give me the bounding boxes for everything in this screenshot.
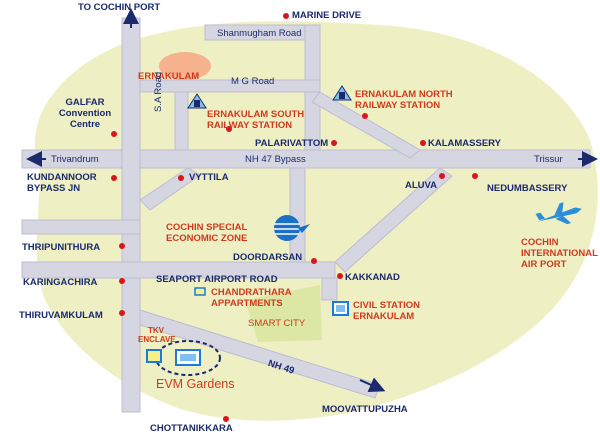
marker-dot	[472, 173, 478, 179]
label-aluva: ALUVA	[405, 180, 438, 191]
label-ernakulam-north: ERNAKULAM NORTH RAILWAY STATION	[355, 89, 453, 111]
building-icon	[194, 287, 206, 296]
label-ernakulam-south: ERNAKULAM SOUTH RAILWAY STATION	[207, 109, 305, 131]
label-seaport-airport-road: SEAPORT AIRPORT ROAD	[156, 274, 278, 285]
marker-dot	[178, 175, 184, 181]
label-kalamassery: KALAMASSERY	[428, 138, 502, 149]
label-trivandrum: Trivandrum	[51, 154, 99, 165]
marker-dot	[311, 258, 317, 264]
marker-dot	[420, 140, 426, 146]
label-chottanikkara: CHOTTANIKKARA	[150, 423, 233, 434]
label-kundannoor: KUNDANNOOR BYPASS JN	[27, 172, 97, 194]
marker-dot	[119, 310, 125, 316]
label-doordarsan: DOORDARSAN	[233, 252, 303, 263]
label-nedumbassery: NEDUMBASSERY	[487, 183, 568, 194]
label-tkv-enclave: TKV ENCLAVE	[138, 326, 176, 344]
label-mg-road: M G Road	[231, 76, 275, 87]
label-galfar: GALFAR Convention Centre	[58, 97, 112, 130]
label-civil-station: CIVIL STATION ERNAKULAM	[353, 300, 421, 322]
label-thripunithura: THRIPUNITHURA	[22, 242, 101, 253]
label-karingachira: KARINGACHIRA	[23, 277, 98, 288]
marker-dot	[111, 175, 117, 181]
marker-dot	[226, 126, 232, 132]
label-sa-road: S.A Road	[153, 71, 164, 112]
train-icon	[187, 93, 207, 109]
marker-dot	[362, 113, 368, 119]
marker-dot	[283, 13, 289, 19]
label-evm-gardens: EVM Gardens	[156, 377, 235, 391]
label-thiruvamkulam: THIRUVAMKULAM	[19, 310, 103, 321]
label-shanmugham-road: Shanmugham Road	[217, 28, 302, 39]
label-palarivattom: PALARIVATTOM	[255, 138, 329, 149]
train-icon	[332, 85, 352, 101]
sez-globe-icon	[274, 215, 310, 241]
label-smart-city: SMART CITY	[248, 318, 306, 329]
marker-dot	[111, 131, 117, 137]
label-vyttila: VYTTILA	[189, 172, 229, 183]
label-csez: COCHIN SPECIAL ECONOMIC ZONE	[166, 222, 248, 244]
smart-city-region	[245, 285, 322, 342]
label-trissur: Trissur	[534, 154, 563, 165]
label-kakkanad: KAKKANAD	[345, 272, 400, 283]
arrow-icon	[359, 377, 386, 393]
marker-dot	[119, 243, 125, 249]
airplane-icon	[535, 202, 582, 225]
label-chandrathara: CHANDRATHARA APPARTMENTS	[211, 287, 292, 309]
label-airport: COCHIN INTERNATIONAL AIR PORT	[521, 237, 598, 270]
marker-dot	[223, 416, 229, 422]
label-nh47-bypass: NH 47 Bypass	[245, 154, 306, 165]
building-icon	[146, 349, 162, 363]
marker-dot	[337, 273, 343, 279]
label-moovattupuzha: MOOVATTUPUZHA	[322, 404, 408, 415]
label-marine-drive: MARINE DRIVE	[292, 10, 362, 21]
marker-dot	[439, 173, 445, 179]
marker-dot	[331, 140, 337, 146]
label-to-cochin-port: TO COCHIN PORT	[78, 2, 161, 13]
label-ernakulam: ERNAKULAM	[138, 71, 200, 82]
marker-dot	[119, 278, 125, 284]
ernakulam-highlight	[159, 52, 211, 80]
road-network	[21, 17, 591, 413]
